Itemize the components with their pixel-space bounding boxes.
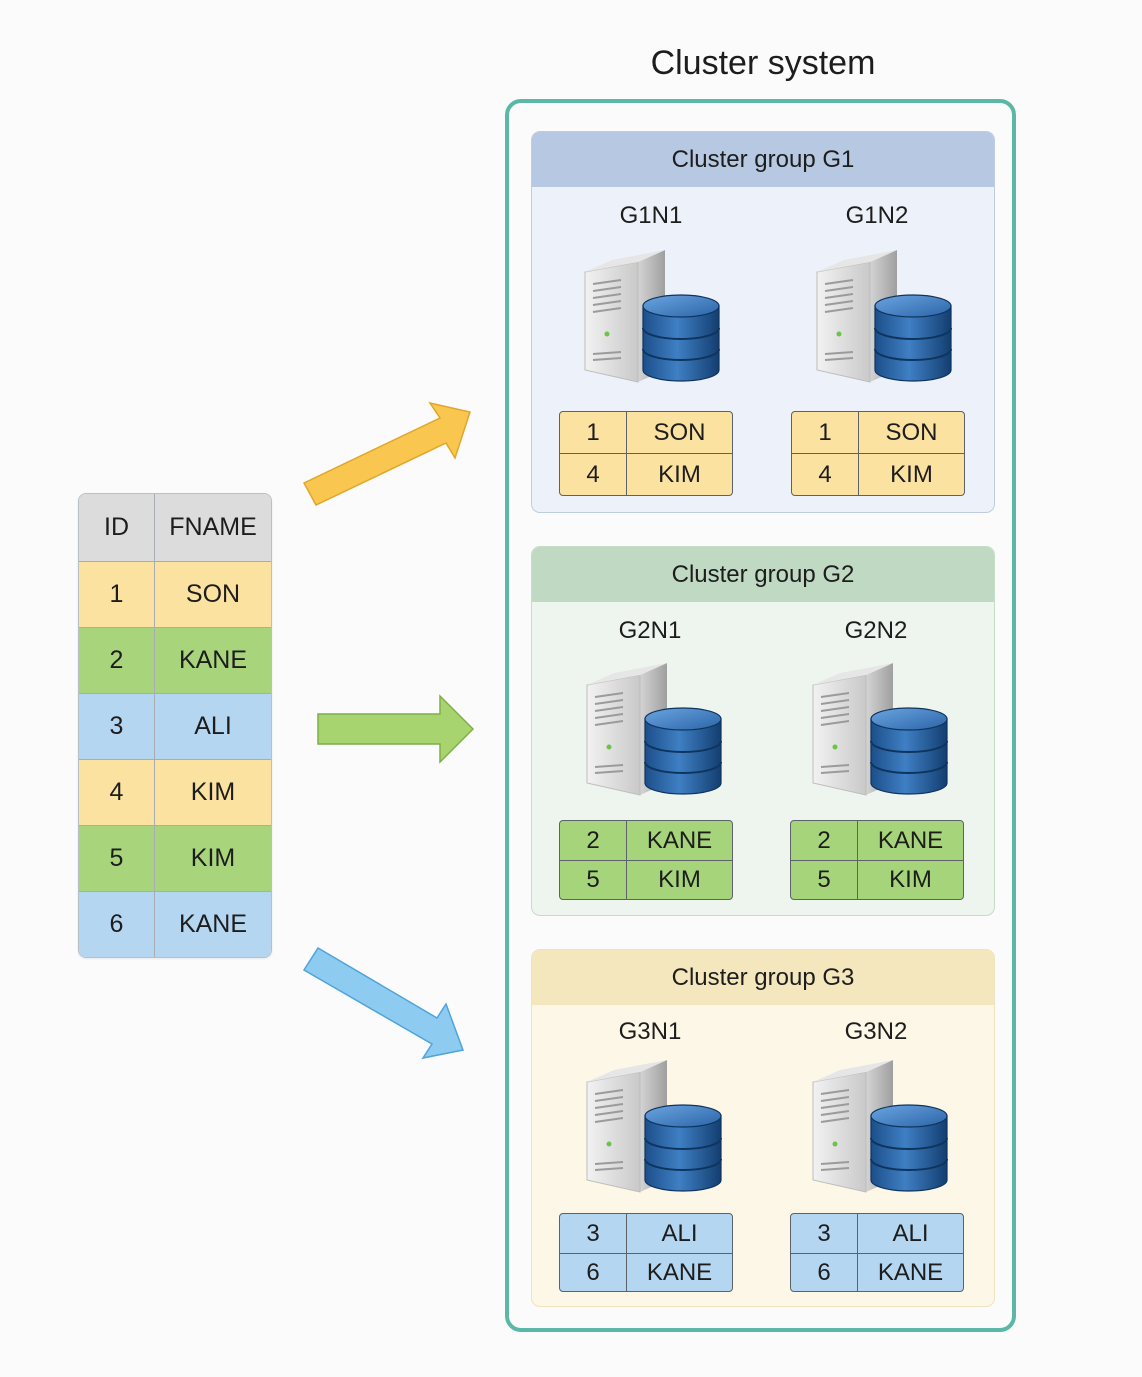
cell-id: 4: [79, 760, 155, 825]
cell-fname: KIM: [658, 866, 701, 893]
server-database-icon: [812, 662, 948, 796]
table-row: 3 ALI: [560, 1214, 732, 1253]
table-row: 5 KIM: [79, 825, 271, 891]
table-row: 5 KIM: [791, 860, 963, 899]
node-data-table: 3 ALI 6 KANE: [790, 1213, 964, 1292]
group-title: Cluster group G3: [532, 950, 994, 1005]
table-row: 6 KANE: [560, 1253, 732, 1291]
header-id: ID: [79, 494, 155, 561]
table-row: 3 ALI: [791, 1214, 963, 1253]
group-title: Cluster group G2: [532, 547, 994, 602]
node-name: G3N2: [844, 1018, 908, 1045]
cell-id: 6: [560, 1254, 627, 1291]
cell-fname: KANE: [178, 646, 248, 674]
node-name: G1N2: [845, 202, 909, 229]
server-database-icon: [584, 249, 720, 383]
source-table: ID FNAME 1 SON 2 KANE 3 ALI 4 KIM 5 KIM …: [78, 493, 272, 958]
group-title: Cluster group G1: [532, 132, 994, 187]
cell-fname: SON: [885, 418, 938, 446]
server-database-icon: [816, 249, 952, 383]
cell-id: 5: [791, 861, 858, 899]
cell-fname: KANE: [646, 1258, 713, 1286]
arrow-to-g2-icon: [317, 694, 475, 764]
cluster-system-title: Cluster system: [650, 44, 876, 82]
arrow-to-g1-icon: [302, 401, 471, 506]
table-row: 6 KANE: [791, 1253, 963, 1291]
cell-fname: KANE: [178, 910, 248, 938]
table-row: 4 KIM: [792, 453, 964, 495]
cell-fname: KANE: [877, 1258, 944, 1286]
cell-id: 2: [560, 821, 627, 860]
table-row: 6 KANE: [79, 891, 271, 957]
cell-id: 1: [560, 412, 627, 453]
cell-id: 4: [560, 454, 627, 495]
cell-fname: KIM: [658, 460, 701, 488]
table-row: 1 SON: [792, 412, 964, 453]
arrow-to-g3-icon: [302, 946, 465, 1060]
cell-fname: ALI: [661, 1219, 698, 1247]
node-data-table: 2 KANE 5 KIM: [559, 820, 733, 900]
cell-id: 4: [792, 454, 859, 495]
node-name: G2N1: [618, 617, 682, 644]
cell-id: 3: [560, 1214, 627, 1253]
table-row: 3 ALI: [79, 693, 271, 759]
table-row: 1 SON: [560, 412, 732, 453]
table-row: 4 KIM: [79, 759, 271, 825]
cell-id: 2: [79, 628, 155, 693]
table-row: 2 KANE: [791, 821, 963, 860]
cell-fname: KIM: [889, 866, 932, 893]
node-data-table: 1 SON 4 KIM: [559, 411, 733, 496]
cell-fname: KANE: [646, 826, 713, 854]
cell-id: 3: [791, 1214, 858, 1253]
node-data-table: 1 SON 4 KIM: [791, 411, 965, 496]
cell-id: 1: [79, 562, 155, 627]
node-name: G3N1: [618, 1018, 682, 1045]
cell-id: 2: [791, 821, 858, 860]
table-row: 2 KANE: [560, 821, 732, 860]
table-row: 1 SON: [79, 561, 271, 627]
node-name: G1N1: [619, 202, 683, 229]
server-database-icon: [586, 1059, 722, 1193]
cell-fname: ALI: [892, 1219, 929, 1247]
node-name: G2N2: [844, 617, 908, 644]
table-row: 2 KANE: [79, 627, 271, 693]
cell-id: 1: [792, 412, 859, 453]
cell-fname: SON: [653, 418, 706, 446]
cell-fname: KANE: [877, 826, 944, 854]
header-fname: FNAME: [169, 513, 257, 541]
server-database-icon: [812, 1059, 948, 1193]
cell-fname: KIM: [190, 778, 236, 806]
cell-fname: KIM: [890, 460, 933, 488]
node-data-table: 2 KANE 5 KIM: [790, 820, 964, 900]
source-table-header: ID FNAME: [79, 494, 271, 561]
cell-fname: ALI: [194, 712, 232, 740]
cell-id: 5: [79, 826, 155, 891]
cell-fname: KIM: [190, 844, 236, 872]
cell-fname: SON: [185, 580, 241, 608]
cell-id: 6: [79, 892, 155, 957]
cell-id: 3: [79, 694, 155, 759]
table-row: 5 KIM: [560, 860, 732, 899]
cell-id: 5: [560, 861, 627, 899]
server-database-icon: [586, 662, 722, 796]
node-data-table: 3 ALI 6 KANE: [559, 1213, 733, 1292]
table-row: 4 KIM: [560, 453, 732, 495]
cell-id: 6: [791, 1254, 858, 1291]
